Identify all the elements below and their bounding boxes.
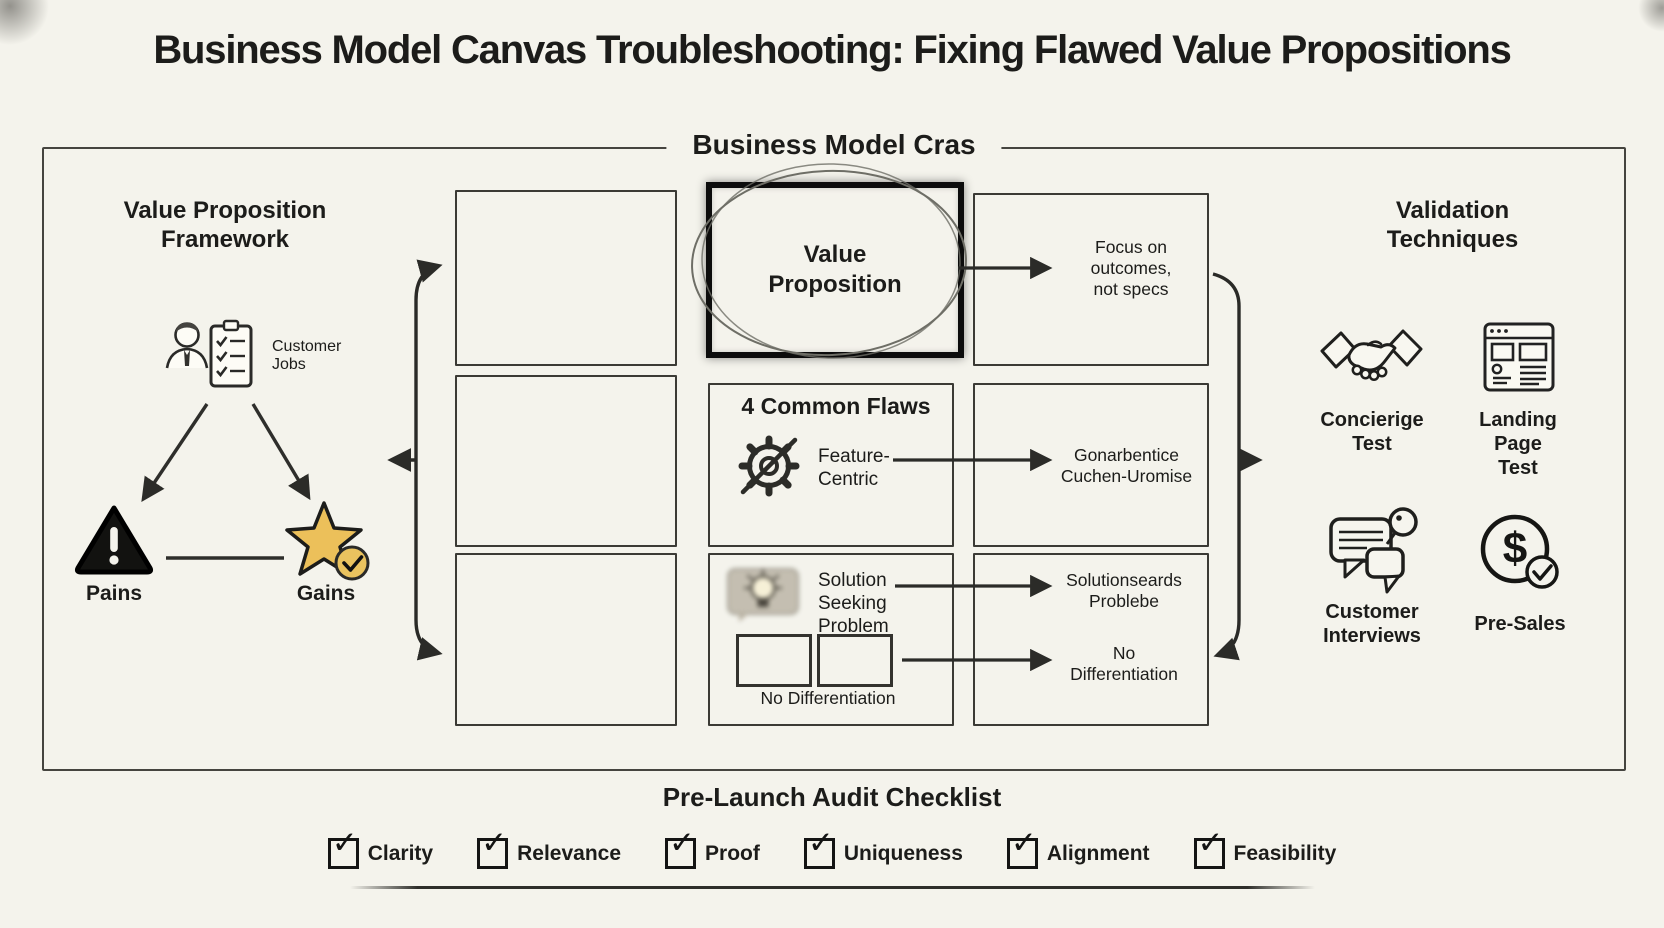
checklist-row: ✓ Clarity ✓ Relevance ✓ Proof ✓ Uniquene… [0,828,1664,869]
checked-checkbox-icon: ✓ [1006,828,1038,869]
jobs-to-gains-arrow [251,403,311,501]
page-title: Business Model Canvas Troubleshooting: F… [153,28,1511,72]
focus-outcomes-label: Focus on outcomes, not specs [1090,237,1172,299]
checklist-label: Relevance [517,841,622,865]
customer-interviews-label: Customer Interviews [1323,601,1421,647]
check-glyph: ✓ [807,825,834,861]
canvas-to-validation-brace [1212,272,1263,661]
generic-promise-cell: Gonarbentice Cuchen-Uromise [973,383,1209,547]
no-differentiation-fix-label: No Differentiation [1070,643,1178,684]
checklist-label: Proof [705,841,760,865]
value-proposition-ellipse-sketch [691,163,967,359]
jobs-to-pains-arrow [141,403,209,502]
dollar-glyph: $ [1503,524,1527,573]
check-glyph: ✓ [1197,825,1224,861]
checklist-item: ✓ Relevance [477,828,622,869]
solution-seeking-label: Solution Seeking Problem [818,570,889,637]
solutions-problems-cell: Solutionseards Problebe No Differentiati… [973,553,1209,726]
checked-checkbox-icon: ✓ [803,828,835,869]
checklist-item: ✓ Alignment [1006,828,1150,869]
solutions-problems-label: Solutionseards Problebe [1066,570,1182,611]
checked-checkbox-icon: ✓ [665,828,697,869]
checklist-label: Alignment [1046,841,1150,865]
lightbulb-icon [727,568,799,622]
frame-label: Business Model Cras [666,129,1002,161]
check-glyph: ✓ [331,825,358,861]
mini-box-2 [817,634,893,687]
pains-label: Pains [85,582,143,605]
speech-bubbles-icon [1329,507,1418,594]
solution-flaws-cell: Solution Seeking Problem No Differentiat… [708,553,954,726]
checklist-item: ✓ Uniqueness [803,828,963,869]
business-model-canvas-frame: Business Model Cras [42,129,1626,771]
common-flaws-cell: 4 Common Flaws Feature- Centric [708,383,954,547]
canvas-cell-empty-1 [455,190,677,366]
check-glyph: ✓ [481,825,508,861]
canvas-cell-empty-3 [455,553,677,726]
gains-label: Gains [296,582,356,605]
framework-to-canvas-bracket [387,259,443,661]
canvas-cell-empty-2 [455,375,677,547]
checklist-label: Feasibility [1233,841,1337,865]
concierge-test-label: Concierige Test [1320,409,1424,455]
checked-checkbox-icon: ✓ [1193,828,1225,869]
browser-window-icon [1483,322,1555,392]
pains-warning-icon [74,505,154,575]
pre-sales-label: Pre-Sales [1474,613,1566,635]
person-clipboard-icon [165,319,253,388]
no-differentiation-label: No Differentiation [760,688,896,708]
checklist-heading: Pre-Launch Audit Checklist [662,782,1002,812]
focus-outcomes-cell: Focus on outcomes, not specs [973,193,1209,366]
checked-checkbox-icon: ✓ [327,828,359,869]
checklist-item: ✓ Clarity [327,828,434,869]
mini-box-1 [736,634,812,687]
checklist-item: ✓ Proof [665,828,760,869]
gains-star-icon [285,501,370,581]
flaws-heading: 4 Common Flaws [741,393,931,419]
framework-heading: Value Proposition Framework [123,197,327,253]
dollar-check-icon: $ [1480,514,1559,589]
generic-promise-label: Gonarbentice Cuchen-Uromise [1060,445,1193,486]
handshake-icon [1320,329,1423,381]
validation-heading: Validation Techniques [1386,197,1519,253]
customer-jobs-label: Customer Jobs [272,338,342,373]
checklist-label: Uniqueness [843,841,963,865]
checklist-item: ✓ Feasibility [1193,828,1337,869]
gear-slash-icon [738,435,800,497]
checked-checkbox-icon: ✓ [477,828,509,869]
checklist-label: Clarity [367,841,434,865]
landing-page-test-label: Landing Page Test [1479,409,1557,479]
value-proposition-label: Value Proposition [768,241,902,298]
check-glyph: ✓ [1010,825,1037,861]
feature-centric-label: Feature- Centric [818,446,890,490]
bottom-divider [350,886,1315,889]
check-glyph: ✓ [669,825,695,861]
